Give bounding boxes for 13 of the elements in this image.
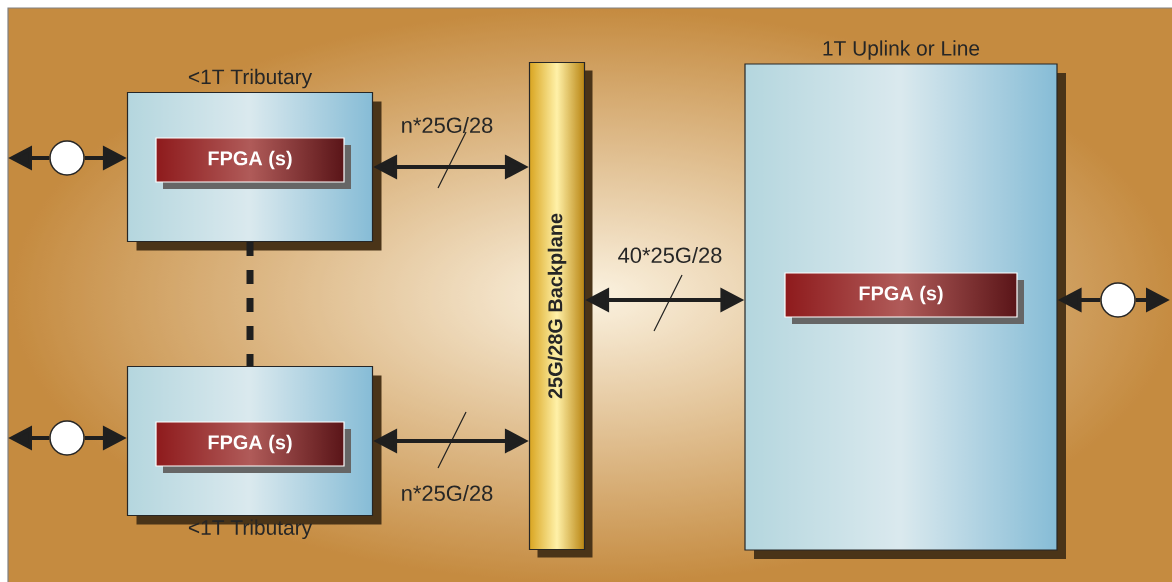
edge-label: 40*25G/28: [618, 246, 722, 264]
port-circle: [49, 420, 85, 456]
port-circle: [49, 140, 85, 176]
edge-label: n*25G/28: [402, 116, 493, 134]
fpga-box: FPGA (s): [784, 272, 1024, 324]
port-circle: [1100, 282, 1136, 318]
fpga-box: FPGA (s): [155, 421, 351, 473]
node-label: <1T Tributary: [188, 519, 313, 540]
node-label: 1T Uplink or Line: [823, 40, 980, 60]
node-label: <1T Tributary: [188, 68, 313, 89]
edge-label: n*25G/28: [402, 484, 493, 502]
fpga-box: FPGA (s): [155, 137, 351, 189]
backplane-bar: 25G/28G Backplane: [528, 61, 593, 558]
